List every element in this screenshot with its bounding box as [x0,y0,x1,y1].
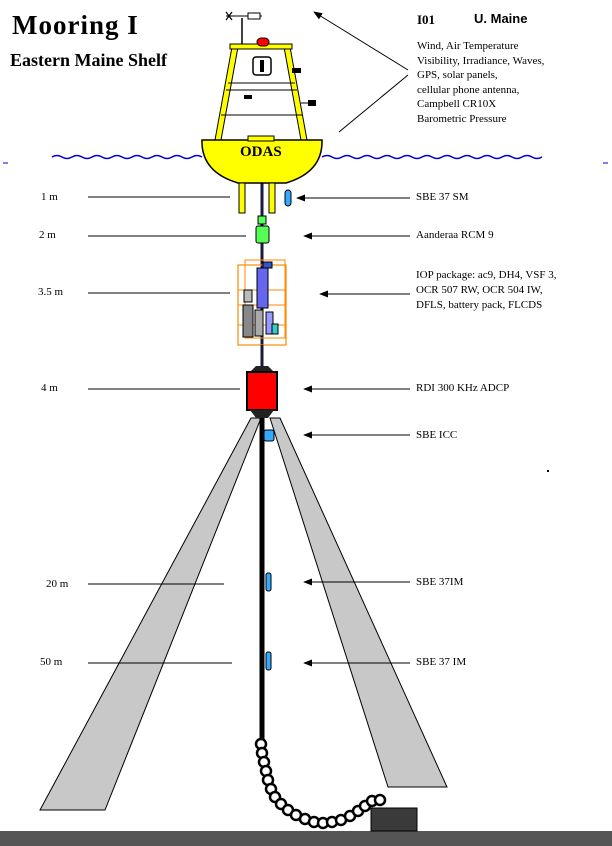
depth-label-4m: 4 m [41,382,58,394]
buoy-hull [201,139,323,184]
instrument-label-rcm9: Aanderaa RCM 9 [416,229,494,241]
surface-sensor-line: Barometric Pressure [417,112,507,125]
arrow-surface-sensors [313,11,409,71]
diagram-title: Mooring I [12,10,139,40]
depth-label-50m: 50 m [40,656,63,668]
sbe-37sm-sensor [284,189,292,207]
surface-sensor-line: GPS, solar panels, [417,69,498,81]
depth-label-20m: 20 m [46,578,69,590]
surface-sensor-list: Wind, Air Temperature Visibility, Irradi… [417,39,607,126]
instrument-label-sbe37im-20m: SBE 37IM [416,576,464,588]
iop-line: IOP package: ac9, DH4, VSF 3, [416,269,557,281]
buoy-label: ODAS [240,144,282,160]
depth-label-2m: 2 m [39,229,56,241]
anchor-chain [254,737,387,830]
surface-sensor-line: cellular phone antenna, [417,83,520,96]
iop-line: OCR 507 RW, OCR 504 IW, [416,284,543,296]
surface-sensor-line: Wind, Air Temperature [417,40,519,52]
adcp-beam-left [39,417,262,811]
adcp-instrument [246,366,278,418]
sbe-37im-50m-sensor [265,651,272,671]
depth-label-3-5m: 3.5 m [38,286,64,298]
iop-line: DFLS, battery pack, FLCDS [416,299,543,311]
instrument-label-sbe37sm: SBE 37 SM [416,191,469,203]
station-id: I01 [417,12,436,27]
instrument-label-sbe-icc: SBE ICC [416,429,458,441]
instrument-label-adcp: RDI 300 KHz ADCP [416,382,510,394]
mark-dot [547,470,549,472]
iop-package [237,259,287,370]
sbe-37im-20m-sensor [265,572,272,592]
buoy-tower [214,11,316,141]
surface-sensor-line: Campbell CR10X [417,98,497,110]
adcp-beam-right [269,417,448,788]
diagram-subtitle: Eastern Maine Shelf [10,50,167,70]
water-surface [51,154,543,160]
buoy-leg-left [238,182,246,214]
seafloor [0,831,612,846]
organization: U. Maine [474,11,528,26]
arrow-surface-sensors-lower [338,74,409,133]
rcm9-sensor [255,225,270,244]
rcm9-connector [257,215,267,225]
surface-sensor-line: Visibility, Irradiance, Waves, [417,54,545,67]
buoy-hatch [247,135,275,142]
depth-label-1m: 1 m [41,191,58,203]
instrument-label-sbe37im-50m: SBE 37 IM [416,656,467,668]
anchor-block [370,807,418,832]
buoy-leg-right [268,182,276,214]
instrument-label-iop: IOP package: ac9, DH4, VSF 3, OCR 507 RW… [416,268,606,313]
sbe-icc-sensor [263,429,275,442]
